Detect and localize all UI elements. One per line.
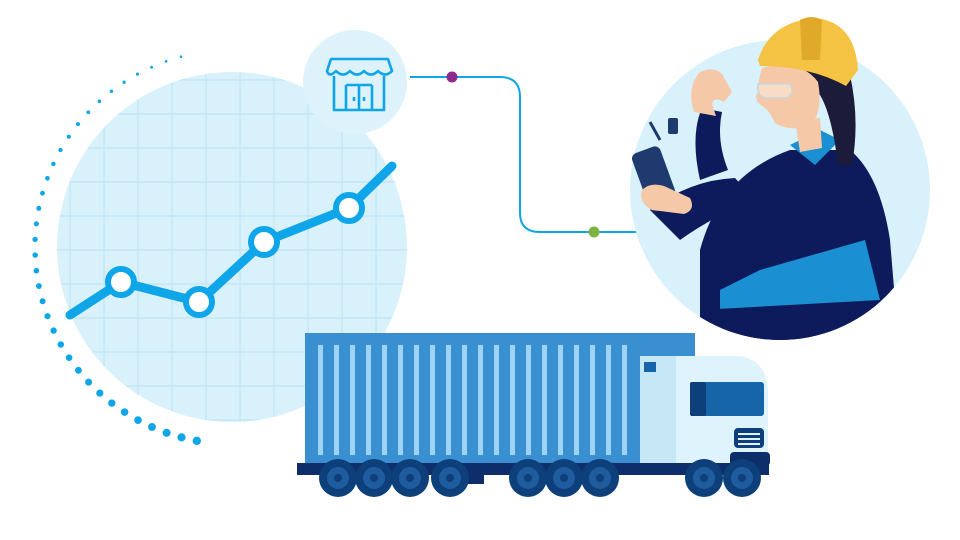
arc-dot [45, 175, 50, 181]
container-rib [430, 345, 435, 455]
arc-dot [40, 190, 45, 196]
wheel [319, 459, 357, 497]
arc-dot [32, 252, 38, 258]
arc-dot [66, 134, 71, 139]
arc-dot [179, 55, 183, 58]
trend-point [333, 192, 365, 224]
wheel [355, 459, 393, 497]
arc-dot [44, 313, 51, 320]
container-rib [446, 345, 451, 455]
wheel [391, 459, 429, 497]
container-ribs [318, 345, 627, 455]
container-rib [558, 345, 563, 455]
arc-dot [36, 205, 42, 211]
arc-dot [74, 366, 82, 374]
arc-dot [148, 423, 156, 431]
trend-point [248, 226, 280, 258]
arc-dot [96, 389, 104, 397]
grille [734, 428, 764, 448]
storefront-icon [325, 57, 394, 112]
arc-dot [33, 221, 39, 227]
container-rib [366, 345, 371, 455]
arc-dot [108, 399, 116, 407]
container-rib [382, 345, 387, 455]
container-rib [462, 345, 467, 455]
container-rib [590, 345, 595, 455]
truck-wheels [319, 459, 761, 497]
arc-dot [51, 161, 56, 167]
arc-dot [86, 110, 91, 115]
cab-window [700, 382, 764, 416]
arc-dot [135, 72, 140, 76]
container-rib [510, 345, 515, 455]
arc-dot [65, 354, 73, 362]
arc-dot [33, 267, 40, 274]
container-rib [478, 345, 483, 455]
wheel [509, 459, 547, 497]
arc-dot [85, 378, 93, 386]
arc-dot [35, 283, 42, 290]
arc-dot [177, 433, 186, 442]
wheel [723, 459, 761, 497]
arc-dot [192, 436, 201, 445]
container-rib [318, 345, 323, 455]
container-rib [542, 345, 547, 455]
arc-dot [122, 80, 126, 84]
arc-dot [50, 327, 57, 334]
arc-dot [76, 122, 80, 127]
arc-dot [32, 236, 38, 243]
trend-points [105, 192, 365, 318]
connector-node-green [588, 226, 600, 238]
arc-dot [150, 65, 154, 69]
wheel [545, 459, 583, 497]
container-rib [622, 345, 627, 455]
arc-dot [58, 147, 63, 153]
trend-point [183, 286, 215, 318]
container-rib [334, 345, 339, 455]
connector-line [410, 76, 660, 233]
container-truck [297, 333, 770, 497]
dotted-arc [32, 55, 201, 445]
arc-dot [109, 89, 114, 93]
trend-point [105, 266, 137, 298]
arc-dot [134, 416, 142, 424]
wheel [431, 459, 469, 497]
wheel [685, 459, 723, 497]
container-rib [350, 345, 355, 455]
connector-node-purple [446, 71, 458, 83]
arc-dot [57, 341, 65, 348]
container-rib [494, 345, 499, 455]
store-circle [303, 30, 407, 134]
container-rib [526, 345, 531, 455]
container-rib [606, 345, 611, 455]
arc-dot [39, 298, 46, 305]
arc-dot [120, 408, 129, 416]
shipping-container [305, 333, 695, 465]
arc-dot [164, 60, 168, 63]
worker-figure [631, 17, 900, 340]
wheel [581, 459, 619, 497]
arc-dot [162, 428, 171, 437]
container-rib [398, 345, 403, 455]
arc-dot [97, 99, 102, 104]
container-rib [574, 345, 579, 455]
container-rib [414, 345, 419, 455]
